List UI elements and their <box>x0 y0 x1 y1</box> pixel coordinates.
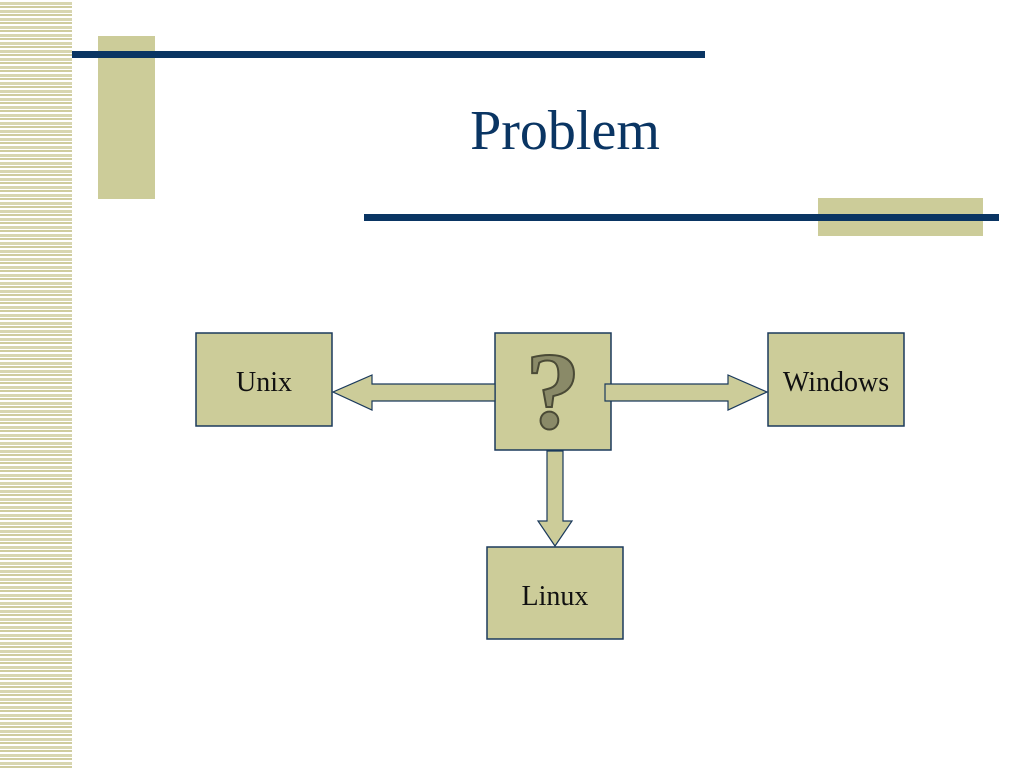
accent-block-left <box>98 36 155 199</box>
node-windows-label: Windows <box>783 367 889 398</box>
arrow-to-windows <box>604 374 769 411</box>
decorative-stripes <box>0 0 72 768</box>
title-rule-top <box>72 51 705 58</box>
node-linux-box <box>486 546 624 640</box>
node-linux: Linux <box>486 546 624 640</box>
node-unix-label: Unix <box>236 367 292 398</box>
title-rule-bottom <box>364 214 999 221</box>
page-title: Problem <box>470 100 660 162</box>
node-unix-box <box>195 332 333 427</box>
node-windows: Windows <box>767 332 905 427</box>
node-unix: Unix <box>195 332 333 427</box>
arrow-to-linux <box>536 450 574 548</box>
arrow-to-unix <box>331 374 496 411</box>
node-windows-box <box>767 332 905 427</box>
question-mark-icon: ? <box>526 330 581 452</box>
node-center: ? <box>494 329 612 453</box>
node-linux-label: Linux <box>522 581 589 612</box>
